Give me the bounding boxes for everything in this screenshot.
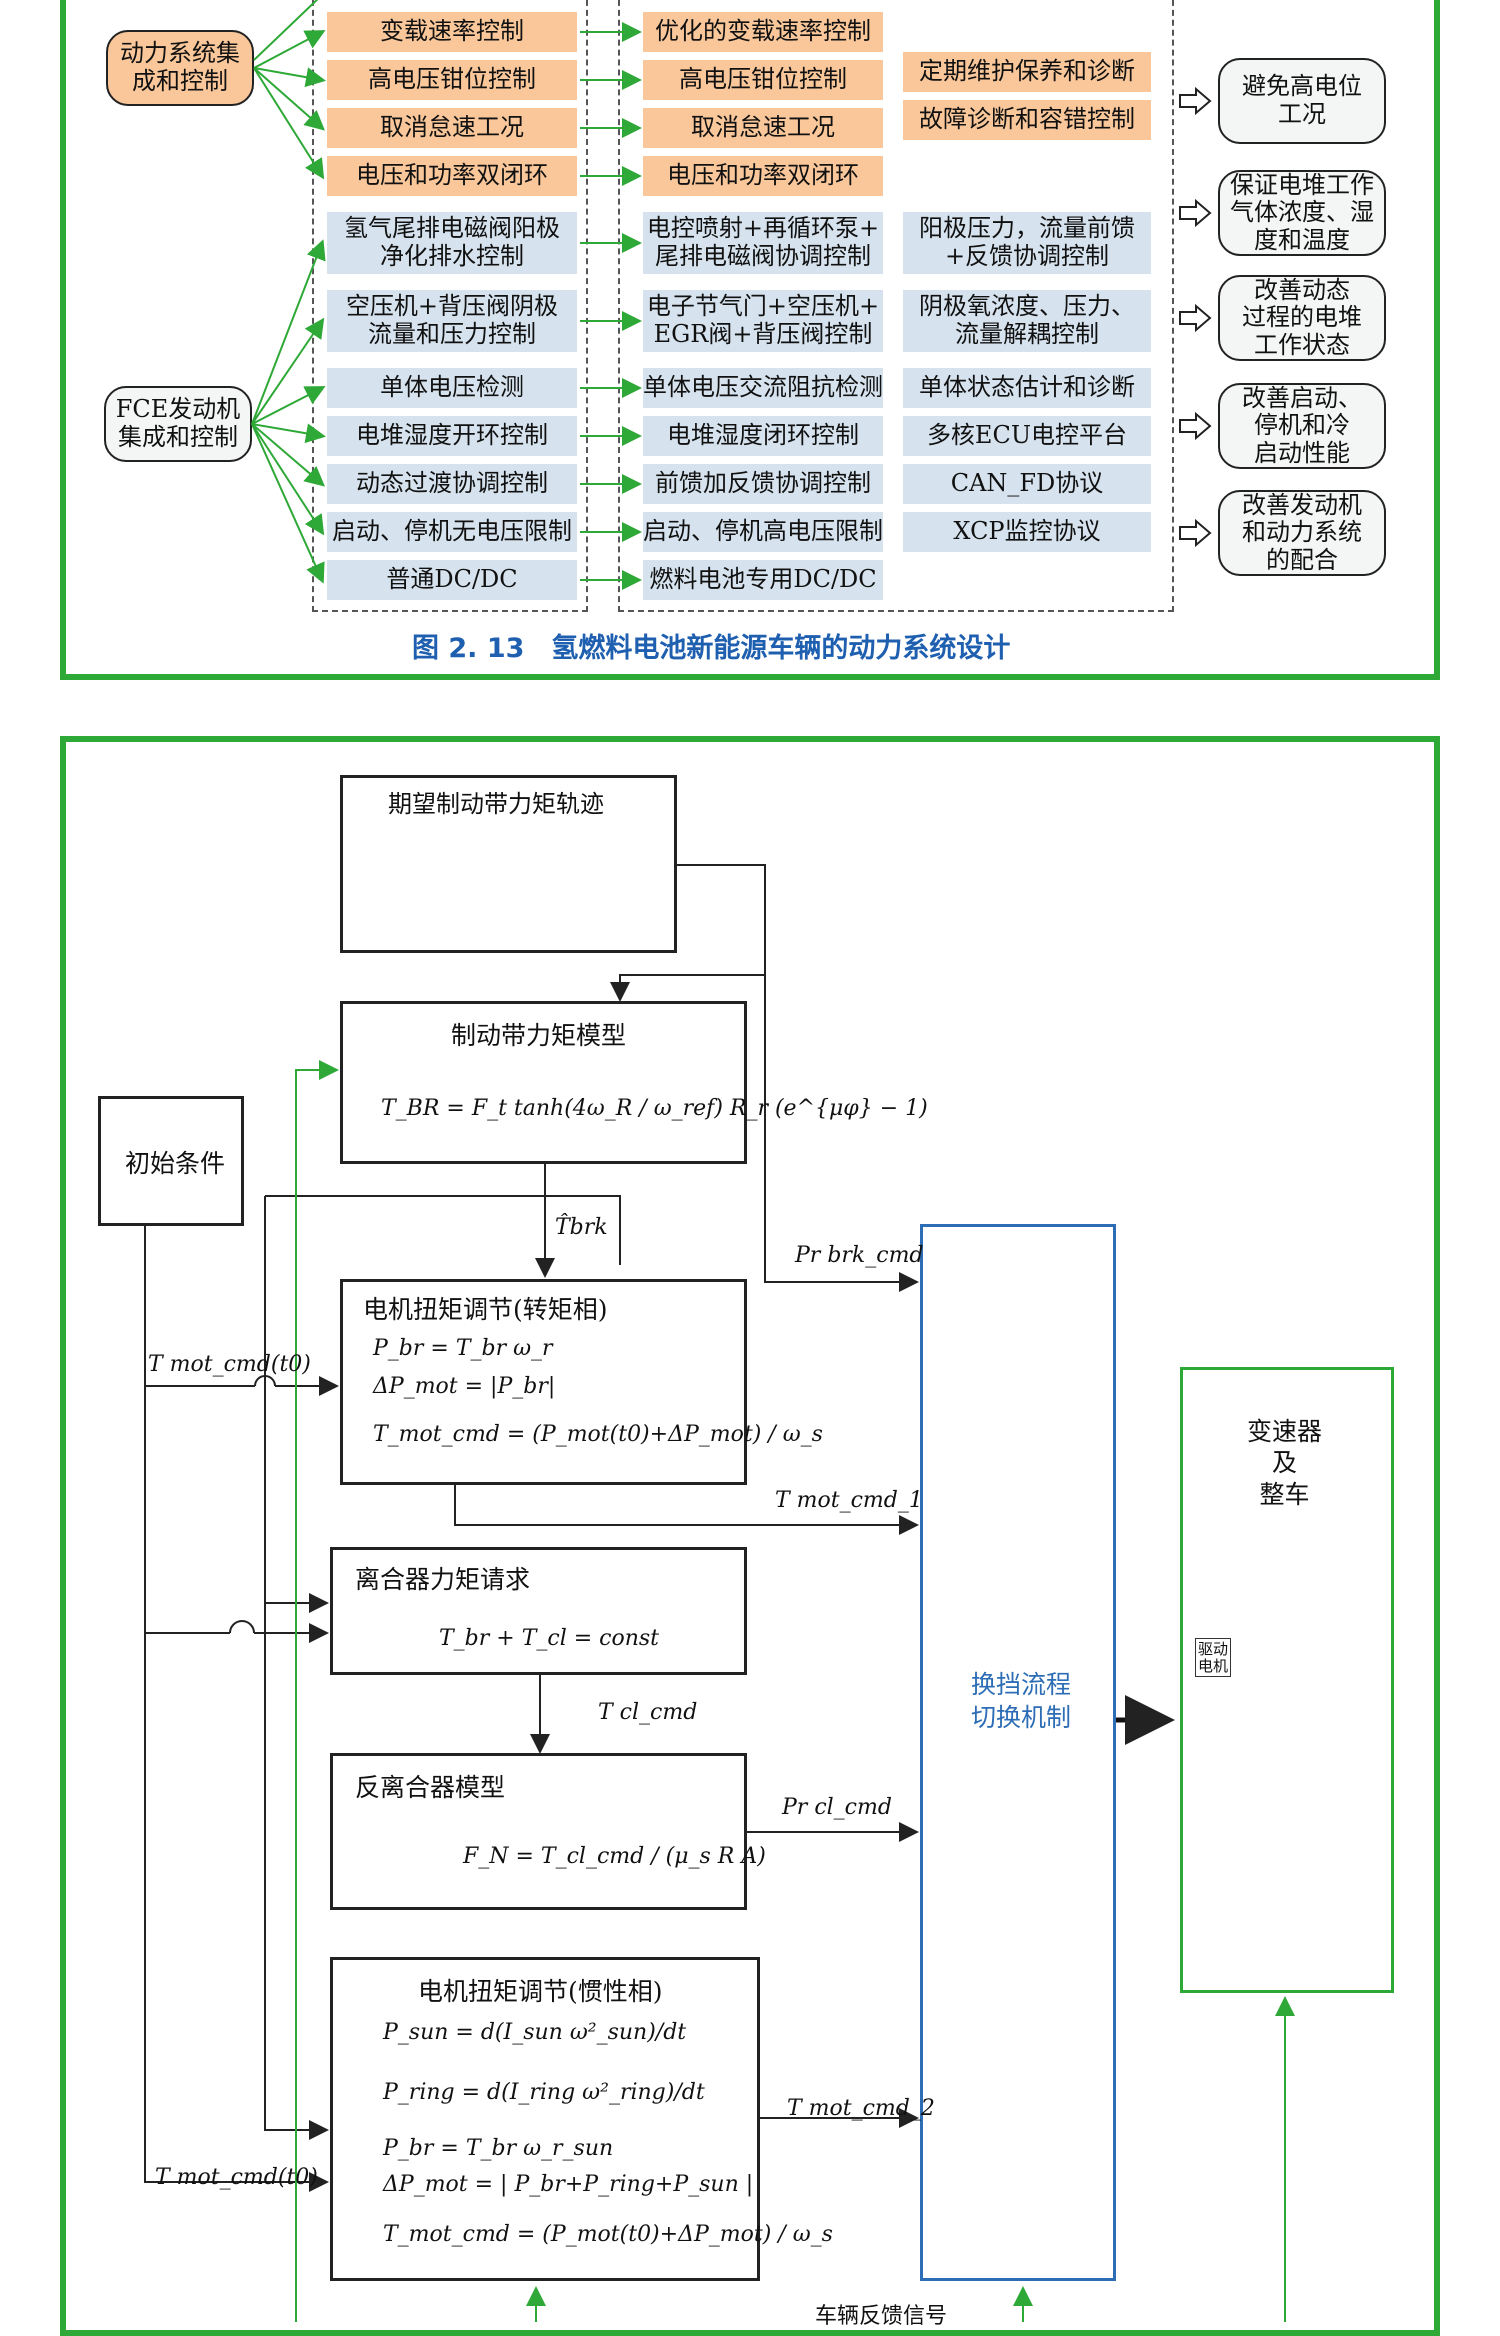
col2-item: 电控喷射+再循环泵+ 尾排电磁阀协调控制 bbox=[643, 212, 883, 274]
shift-mechanism-box: 换挡流程 切换机制 bbox=[920, 1224, 1116, 2281]
col3-item: 阴极氧浓度、压力、 流量解耦控制 bbox=[903, 290, 1151, 352]
col1-item: 电压和功率双闭环 bbox=[327, 156, 577, 196]
outcome-item: 避免高电位 工况 bbox=[1218, 58, 1386, 144]
col1-item: 启动、停机无电压限制 bbox=[327, 512, 577, 552]
mi-eq-4: ΔP_mot = | P_br+P_ring+P_sun | bbox=[383, 2172, 754, 2197]
init-label: 初始条件 bbox=[125, 1149, 226, 1178]
col1-item: 动态过渡协调控制 bbox=[327, 464, 577, 504]
trajectory-box: 期望制动带力矩轨迹 bbox=[340, 775, 677, 953]
col3-item: CAN_FD协议 bbox=[903, 464, 1151, 504]
brake-model-title: 制动带力矩模型 bbox=[451, 1021, 627, 1050]
col2-item: 燃料电池专用DC/DC bbox=[643, 560, 883, 600]
col3-item: 定期维护保养和诊断 bbox=[903, 52, 1151, 92]
col3-item: 单体状态估计和诊断 bbox=[903, 368, 1151, 408]
col1-item: 高电压钳位控制 bbox=[327, 60, 577, 100]
anti-clutch-eq: F_N = T_cl_cmd / (μ_s R A) bbox=[463, 1844, 766, 1869]
col2-dashed-group bbox=[618, 0, 1174, 612]
motor-inertia-box: 电机扭矩调节(惯性相) P_sun = d(I_sun ω²_sun)/dt P… bbox=[330, 1957, 833, 2281]
motor-torque-phase-box: 电机扭矩调节(转矩相) P_br = T_br ω_r ΔP_mot = |P_… bbox=[340, 1279, 823, 1485]
transmission-label: 变速器 及 整车 bbox=[1247, 1417, 1323, 1509]
mi-eq-1: P_sun = d(I_sun ω²_sun)/dt bbox=[383, 2020, 687, 2045]
signal-t-mot-cmd2: T mot_cmd_2 bbox=[787, 2096, 935, 2121]
mtp-eq-2: ΔP_mot = |P_br| bbox=[373, 1374, 556, 1399]
init-box: 初始条件 bbox=[98, 1096, 244, 1226]
group-powertrain: 动力系统集 成和控制 bbox=[106, 30, 254, 106]
signal-t-mot-t0-a: T mot_cmd(t0) bbox=[148, 1352, 311, 1377]
brake-model-box: 制动带力矩模型 T_BR = F_t tanh(4ω_R / ω_ref) R_… bbox=[340, 1001, 928, 1164]
group-fce: FCE发动机 集成和控制 bbox=[104, 386, 252, 462]
mi-eq-3: P_br = T_br ω_r_sun bbox=[383, 2136, 614, 2161]
col1-item: 空压机+背压阀阴极 流量和压力控制 bbox=[327, 290, 577, 352]
col2-item: 电堆湿度闭环控制 bbox=[643, 416, 883, 456]
motor-inertia-title: 电机扭矩调节(惯性相) bbox=[418, 1977, 663, 2006]
col2-item: 电子节气门+空压机+ EGR阀+背压阀控制 bbox=[643, 290, 883, 352]
motor-label: 驱动 电机 bbox=[1195, 1638, 1232, 1677]
col2-item: 优化的变载速率控制 bbox=[643, 12, 883, 52]
clutch-request-box: 离合器力矩请求 T_br + T_cl = const bbox=[330, 1547, 747, 1675]
col1-item: 普通DC/DC bbox=[327, 560, 577, 600]
mtp-eq-1: P_br = T_br ω_r bbox=[373, 1336, 553, 1361]
col3-item: XCP监控协议 bbox=[903, 512, 1151, 552]
col2-item: 高电压钳位控制 bbox=[643, 60, 883, 100]
clutch-request-title: 离合器力矩请求 bbox=[355, 1565, 531, 1594]
signal-t-mot-t0-b: T mot_cmd(t0) bbox=[155, 2165, 318, 2190]
trajectory-title: 期望制动带力矩轨迹 bbox=[388, 790, 604, 818]
mi-eq-2: P_ring = d(I_ring ω²_ring)/dt bbox=[383, 2080, 705, 2105]
figure1-frame bbox=[60, 0, 1440, 680]
signal-t-brk: T̂brk bbox=[555, 1215, 608, 1240]
col1-item: 氢气尾排电磁阀阳极 净化排水控制 bbox=[327, 212, 577, 274]
signal-pr-brk: Pr brk_cmd bbox=[795, 1243, 924, 1268]
figure1-caption: 图 2. 13 氢燃料电池新能源车辆的动力系统设计 bbox=[412, 633, 1011, 664]
col1-item: 变载速率控制 bbox=[327, 12, 577, 52]
outcome-item: 改善启动、 停机和冷 启动性能 bbox=[1218, 383, 1386, 469]
anti-clutch-title: 反离合器模型 bbox=[355, 1773, 506, 1802]
figure1-connectors bbox=[251, 0, 1212, 590]
clutch-request-eq: T_br + T_cl = const bbox=[439, 1626, 660, 1651]
outcome-item: 改善动态 过程的电堆 工作状态 bbox=[1218, 275, 1386, 361]
transmission-box: 变速器 及 整车 驱动 电机 bbox=[1180, 1367, 1394, 1993]
mi-eq-5: T_mot_cmd = (P_mot(t0)+ΔP_mot) / ω_s bbox=[383, 2222, 833, 2247]
col2-item: 启动、停机高电压限制 bbox=[643, 512, 883, 552]
col1-item: 取消怠速工况 bbox=[327, 108, 577, 148]
outcome-item: 保证电堆工作 气体浓度、湿 度和温度 bbox=[1218, 170, 1386, 256]
signal-pr-cl: Pr cl_cmd bbox=[782, 1795, 892, 1820]
col2-item: 前馈加反馈协调控制 bbox=[643, 464, 883, 504]
col1-item: 电堆湿度开环控制 bbox=[327, 416, 577, 456]
signal-t-mot-cmd1: T mot_cmd_1 bbox=[775, 1488, 923, 1513]
col2-item: 电压和功率双闭环 bbox=[643, 156, 883, 196]
col3-item: 多核ECU电控平台 bbox=[903, 416, 1151, 456]
shift-mechanism-label: 换挡流程 切换机制 bbox=[971, 1670, 1072, 1732]
anti-clutch-box: 反离合器模型 F_N = T_cl_cmd / (μ_s R A) bbox=[330, 1753, 766, 1910]
brake-model-eq: T_BR = F_t tanh(4ω_R / ω_ref) R_r (e^{μφ… bbox=[381, 1096, 928, 1121]
col2-item: 单体电压交流阻抗检测 bbox=[643, 368, 883, 408]
motor-torque-phase-title: 电机扭矩调节(转矩相) bbox=[363, 1295, 608, 1324]
col2-item: 取消怠速工况 bbox=[643, 108, 883, 148]
outcome-item: 改善发动机 和动力系统 的配合 bbox=[1218, 490, 1386, 576]
mtp-eq-3: T_mot_cmd = (P_mot(t0)+ΔP_mot) / ω_s bbox=[373, 1422, 823, 1447]
signal-t-cl-cmd: T cl_cmd bbox=[598, 1700, 698, 1725]
col1-item: 单体电压检测 bbox=[327, 368, 577, 408]
col1-dashed-group bbox=[312, 0, 588, 612]
col3-item: 阳极压力，流量前馈 +反馈协调控制 bbox=[903, 212, 1151, 274]
signal-feedback: 车辆反馈信号 bbox=[815, 2304, 948, 2329]
col3-item: 故障诊断和容错控制 bbox=[903, 100, 1151, 140]
